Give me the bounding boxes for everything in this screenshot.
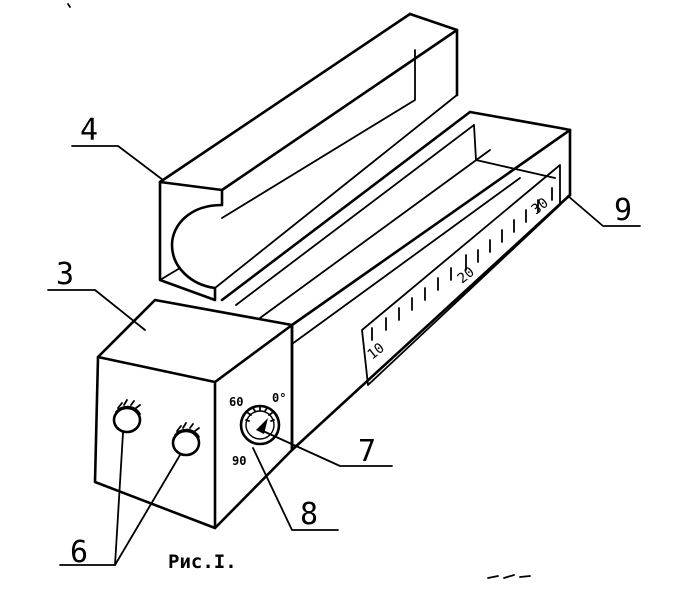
tray-end-face <box>468 110 572 132</box>
stray-mark-top <box>67 3 71 8</box>
callout-4: 4 <box>80 113 98 148</box>
leader-lines <box>47 145 641 566</box>
dial-ticks <box>245 405 275 422</box>
angle-dial[interactable]: 60 0° 90 <box>229 391 286 468</box>
callout-9: 9 <box>614 193 632 228</box>
dial-pointer <box>256 418 268 434</box>
box-top-face <box>96 298 294 384</box>
lid <box>158 12 459 302</box>
scale-strip: 10 20 30 <box>361 164 561 386</box>
stray-mark-bottom <box>487 574 531 579</box>
lid-inner-edge <box>221 49 416 219</box>
callout-3: 3 <box>56 257 74 292</box>
lid-top-right-edge <box>220 28 459 192</box>
lid-groove-edge <box>214 94 458 289</box>
tray-front-top-edge <box>290 128 572 327</box>
leader-9 <box>567 195 641 227</box>
dial-mark-0: 0° <box>272 391 286 405</box>
lid-bottom-edge <box>159 267 181 281</box>
scale-mark-10: 10 <box>365 340 388 363</box>
lid-top-left-edge <box>158 12 412 184</box>
tray-back-top-edge <box>220 110 472 302</box>
dial-mark-90: 90 <box>232 454 246 468</box>
tray-inner-groove-1 <box>235 124 475 306</box>
scale-ticks <box>371 187 553 341</box>
leader-7 <box>262 430 393 467</box>
leader-6b <box>114 454 181 566</box>
knob-right[interactable] <box>171 422 201 457</box>
scale-strip-outline <box>361 164 561 386</box>
tray-inner-floor <box>291 177 521 345</box>
dial-mark-60: 60 <box>229 395 243 409</box>
leader-3 <box>47 289 146 331</box>
tray-end-inner <box>473 124 556 179</box>
leader-4 <box>71 145 164 181</box>
callout-6: 6 <box>70 535 88 570</box>
callout-8: 8 <box>300 497 318 532</box>
knob-left[interactable] <box>112 399 142 434</box>
box-side-face <box>213 323 294 530</box>
lid-front-face <box>158 180 224 302</box>
tray-bottom-edge <box>290 193 572 452</box>
leader-8 <box>252 447 339 531</box>
lid-back-face <box>408 12 459 97</box>
control-box <box>93 298 294 530</box>
callout-7: 7 <box>358 434 376 469</box>
figure-caption: Рис.I. <box>168 551 237 573</box>
tray-inner-groove-2 <box>259 149 491 319</box>
